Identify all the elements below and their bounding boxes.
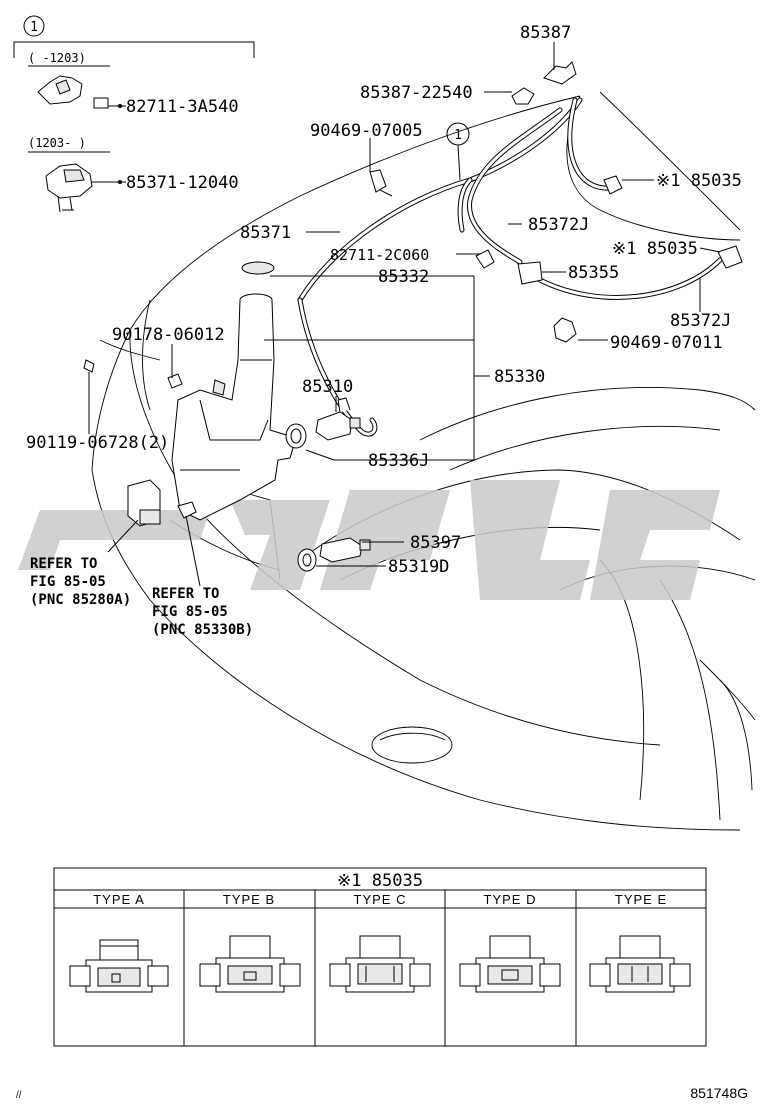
label-90119-06728: 90119-06728(2) [26, 433, 169, 453]
label-85336J: 85336J [368, 451, 429, 471]
type-a-header: TYPE A [93, 892, 145, 907]
label-85332: 85332 [378, 267, 429, 287]
type-d-header: TYPE D [484, 892, 537, 907]
nozzle-type-b-drawing [199, 935, 301, 993]
joint-85355 [517, 261, 543, 285]
front-washer-pump [127, 479, 161, 527]
tank-cap-85332 [241, 261, 275, 275]
nozzle-type-c-drawing [329, 935, 431, 993]
label-90469-07005: 90469-07005 [310, 121, 423, 141]
label-85330: 85330 [494, 367, 545, 387]
nozzle-type-a-drawing [69, 939, 169, 993]
label-85372J-b: 85372J [670, 311, 731, 331]
footer-mark: // [16, 1090, 22, 1101]
nozzle-85035-a [603, 175, 623, 195]
callout-circle [23, 15, 45, 37]
nozzle-type-table: ※1 85035 TYPE A TYPE B TYPE C TYPE D TYP… [53, 867, 707, 1047]
label-85372J-a: 85372J [528, 215, 589, 235]
label-82711-2C060: 82711-2C060 [330, 246, 429, 264]
label-90469-07011: 90469-07011 [610, 333, 723, 353]
svg-text:REFER TO: REFER TO [152, 586, 219, 602]
washer-reservoir-tank [171, 261, 297, 521]
label-90178-06012: 90178-06012 [112, 325, 225, 345]
label-85371: 85371 [240, 223, 291, 243]
nozzle-85035-b [717, 245, 743, 269]
washer-hoses [297, 97, 723, 437]
label-85397: 85397 [410, 533, 461, 553]
svg-text:FIG 85-05: FIG 85-05 [30, 574, 106, 590]
callout-number: 1 [30, 20, 38, 35]
svg-text:(PNC 85330B): (PNC 85330B) [152, 622, 253, 638]
label-85035-a: ※1 85035 [656, 171, 742, 191]
clip-90469-07011 [553, 317, 577, 343]
headlamp-pump-85397 [319, 537, 371, 563]
part-85371-12040-drawing [45, 163, 93, 213]
type-b-header: TYPE B [223, 892, 275, 907]
clamp-85387-22540 [511, 87, 535, 105]
type-c-header: TYPE C [354, 892, 407, 907]
rear-washer-pump [177, 501, 197, 519]
callout-box: 1 ( -1203) 82711-3A540 (1203- ) 85371-12… [13, 15, 255, 213]
label-85310: 85310 [302, 377, 353, 397]
refer-note-85330B: REFER TO FIG 85-05 (PNC 85330B) [152, 586, 253, 638]
nozzle-type-e-drawing [589, 935, 691, 993]
label-85035-b: ※1 85035 [612, 239, 698, 259]
nozzle-type-d-drawing [459, 935, 561, 993]
svg-text:FIG 85-05: FIG 85-05 [152, 604, 228, 620]
variant-part-1: 82711-3A540 [126, 97, 239, 117]
variant-date-1: ( -1203) [28, 51, 86, 65]
part-82711-3A540-drawing [37, 75, 109, 109]
clip-90178 [167, 373, 183, 389]
bolt-90119 [83, 359, 95, 395]
type-table-title: ※1 85035 [337, 871, 423, 891]
clip-82711-2C060 [475, 249, 495, 269]
grommet-85319D [297, 548, 317, 572]
clip-90469-07005 [369, 169, 393, 197]
label-85387: 85387 [520, 23, 571, 43]
type-e-header: TYPE E [615, 892, 667, 907]
leader-lines [88, 42, 721, 587]
grommet-85336J [285, 423, 307, 449]
refer-note-85280A: REFER TO FIG 85-05 (PNC 85280A) [30, 556, 131, 608]
washer-pump-85310 [315, 397, 361, 441]
callout-number-diagram: 1 [454, 128, 462, 143]
figure-code: 851748G [690, 1085, 748, 1101]
label-85355: 85355 [568, 263, 619, 283]
part-labels: 85387 85387-22540 90469-07005 ※1 85035 8… [26, 23, 742, 577]
variant-part-2: 85371-12040 [126, 173, 239, 193]
svg-text:(PNC 85280A): (PNC 85280A) [30, 592, 131, 608]
variant-date-2: (1203- ) [28, 136, 86, 150]
label-85319D: 85319D [388, 557, 449, 577]
svg-text:REFER TO: REFER TO [30, 556, 97, 572]
clamp-85387 [543, 61, 577, 85]
label-85387-22540: 85387-22540 [360, 83, 473, 103]
